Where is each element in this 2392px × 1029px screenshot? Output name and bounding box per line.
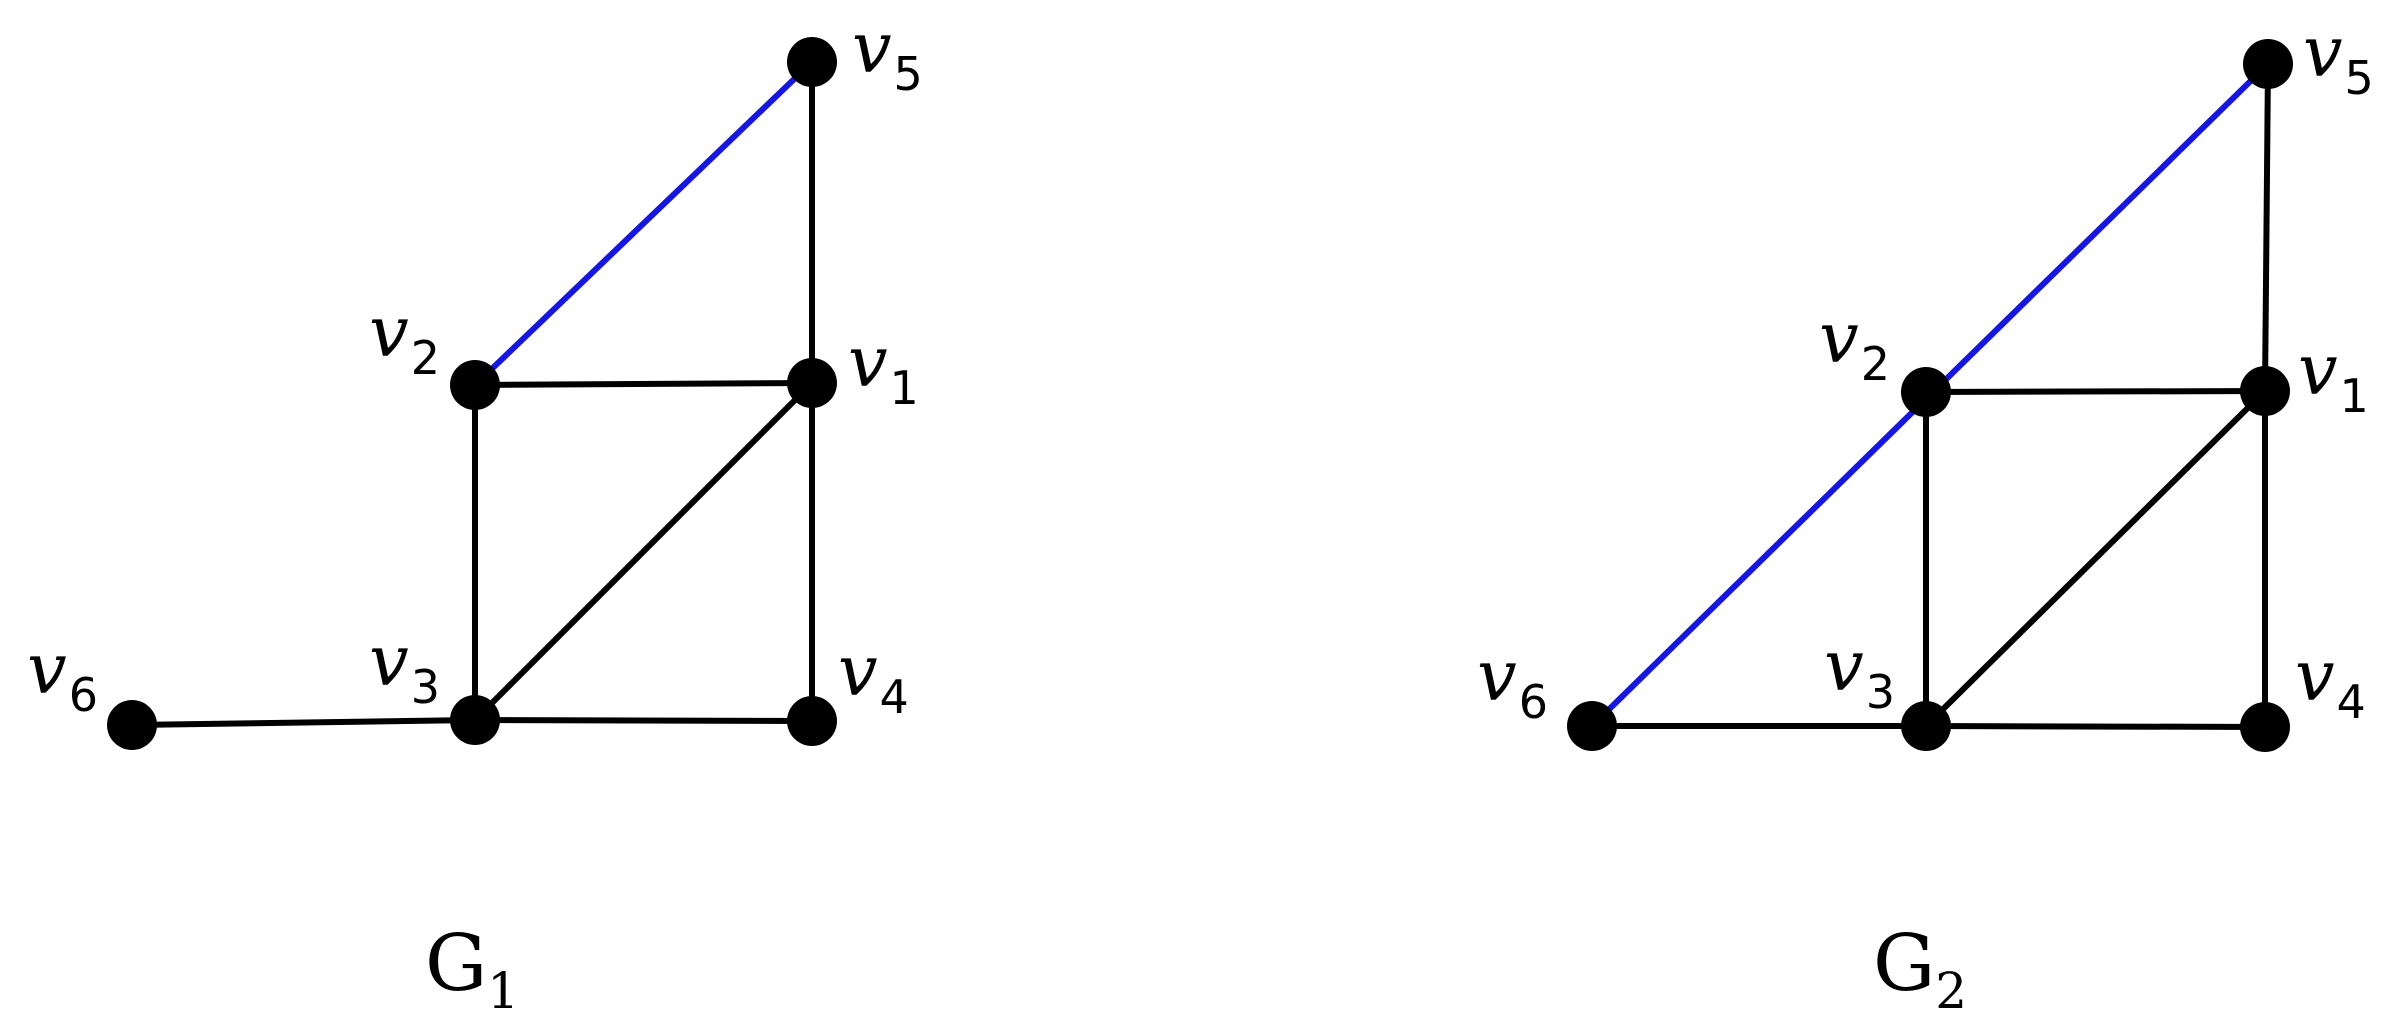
g2-vertex-label-v4: v4 bbox=[2295, 635, 2366, 729]
g1-vertex-v5 bbox=[787, 37, 837, 87]
g1-vertex-label-v1: v1 bbox=[848, 321, 919, 415]
g2-vertex-label-v3: v3 bbox=[1824, 625, 1895, 719]
g2-vertex-v6 bbox=[1567, 701, 1617, 751]
g1-vertex-v6 bbox=[107, 700, 157, 750]
g2-vertex-v4 bbox=[2240, 702, 2290, 752]
g2-vertex-label-v1: v1 bbox=[2298, 329, 2369, 423]
g1-edge-v3-v4 bbox=[472, 717, 815, 724]
g2-edge-v2-v1 bbox=[1923, 388, 2268, 395]
g1-edge-v2-v1 bbox=[472, 380, 815, 388]
g2-edge-v1-v5 bbox=[2262, 61, 2271, 394]
g1-vertex-label-v6: v6 bbox=[27, 628, 98, 722]
g2-vertex-v5 bbox=[2243, 39, 2293, 89]
g1-edge-v2-v5-highlighted bbox=[472, 59, 815, 388]
g2-edge-v3-v4 bbox=[1923, 723, 2268, 730]
g1-vertex-label-v4: v4 bbox=[838, 630, 909, 724]
g1-vertex-v1 bbox=[787, 358, 837, 408]
g1-vertex-v3 bbox=[450, 695, 500, 745]
g1-edge-v6-v3 bbox=[129, 717, 478, 728]
g1-title: G1 bbox=[425, 919, 519, 1020]
g2-edge-v3-v1 bbox=[1923, 388, 2268, 729]
g1-vertex-label-v5: v5 bbox=[852, 7, 923, 101]
g1-vertex-v2 bbox=[450, 360, 500, 410]
g2-vertex-label-v2: v2 bbox=[1819, 297, 1890, 391]
g2-vertex-v3 bbox=[1901, 701, 1951, 751]
g2-vertex-label-v6: v6 bbox=[1477, 635, 1548, 729]
g1-edge-v3-v1 bbox=[472, 380, 815, 723]
g2-vertex-label-v5: v5 bbox=[2303, 11, 2374, 105]
g2-vertex-v1 bbox=[2240, 366, 2290, 416]
g1-vertex-label-v2: v2 bbox=[369, 291, 440, 385]
g1-vertex-label-v3: v3 bbox=[369, 620, 440, 714]
g1-vertex-v4 bbox=[787, 696, 837, 746]
g2-title: G2 bbox=[1873, 919, 1967, 1020]
g2-vertex-v2 bbox=[1901, 367, 1951, 417]
